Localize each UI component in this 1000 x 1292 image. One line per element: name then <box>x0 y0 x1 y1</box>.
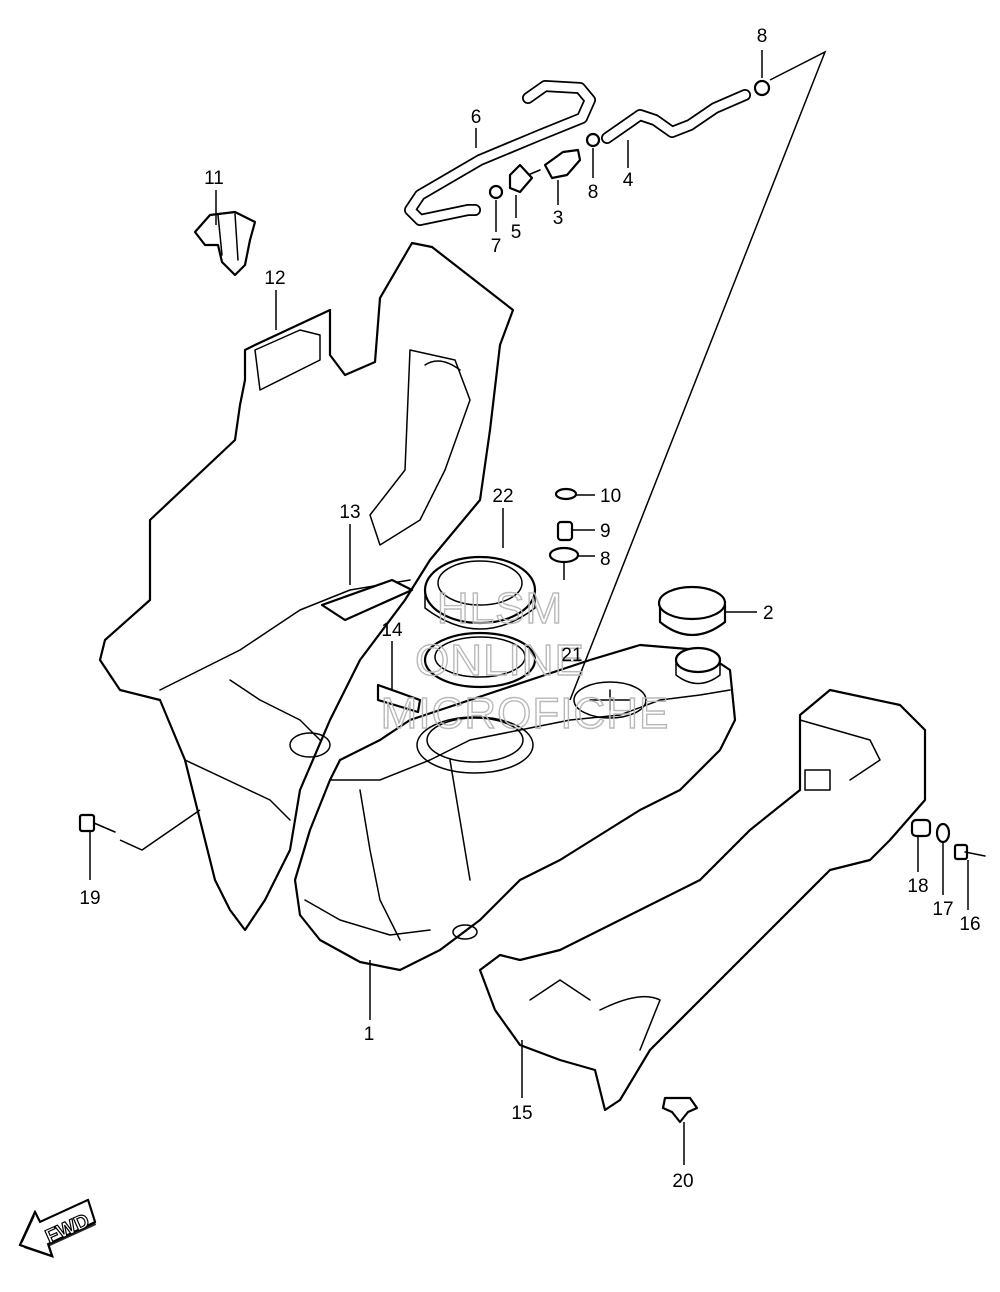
callout-2[interactable]: 2 <box>763 603 774 624</box>
callout-18[interactable]: 17 <box>932 899 953 920</box>
callout-15[interactable]: 14 <box>381 620 403 641</box>
washer-part-18 <box>935 822 951 844</box>
clip-part-21 <box>661 1096 699 1124</box>
callout-23[interactable]: 22 <box>492 486 513 507</box>
callout-6[interactable]: 6 <box>471 107 482 128</box>
clip-part-8-upper <box>753 79 771 97</box>
clip-part-8-lower <box>585 132 601 148</box>
callout-5[interactable]: 5 <box>511 222 522 243</box>
callout-17[interactable]: 16 <box>959 914 980 935</box>
watermark-line-2: ONLINE <box>415 636 585 685</box>
watermark-line-1: HLSM <box>437 584 563 633</box>
pad-part-14 <box>320 578 414 622</box>
clamp-part <box>193 210 257 277</box>
callout-14[interactable]: 13 <box>339 502 360 523</box>
ring-seal-part <box>423 631 537 689</box>
valve-part <box>527 148 582 180</box>
callout-13[interactable]: 12 <box>264 268 285 289</box>
collar-part-19 <box>910 818 932 838</box>
grommet-part-9 <box>548 546 580 564</box>
callout-labels: 8 6 4 8 3 5 7 11 12 13 22 10 9 8 2 14 21… <box>79 26 980 1192</box>
leader-lines <box>89 50 969 1165</box>
callout-8b[interactable]: 8 <box>588 182 599 203</box>
callout-22[interactable]: 21 <box>561 645 582 666</box>
filler-cap-part <box>657 585 727 685</box>
callout-12[interactable]: 11 <box>204 168 224 189</box>
callout-19[interactable]: 18 <box>907 876 928 897</box>
callout-11[interactable]: 10 <box>600 486 621 507</box>
bolt-part-17 <box>953 843 986 861</box>
callout-21[interactable]: 20 <box>672 1171 693 1192</box>
watermark: HLSM ONLINE MICROFICHE <box>380 583 670 738</box>
pad-part-15 <box>376 683 422 714</box>
callout-7[interactable]: 7 <box>491 236 502 257</box>
callout-8a[interactable]: 8 <box>757 26 768 47</box>
bolt-part-11 <box>554 487 578 501</box>
callout-9[interactable]: 8 <box>600 549 611 570</box>
hose-clip-part <box>508 163 534 194</box>
forward-direction-badge: FWD <box>18 1198 97 1258</box>
right-side-cover-part <box>478 688 927 1112</box>
callout-4[interactable]: 4 <box>623 170 634 191</box>
retaining-ring-part <box>423 555 537 630</box>
left-side-cover-part <box>98 241 515 932</box>
clip-part-7 <box>488 184 504 200</box>
callout-3[interactable]: 3 <box>553 208 564 229</box>
fwd-arrow-icon <box>21 1215 35 1243</box>
callout-1[interactable]: 1 <box>364 1024 375 1045</box>
callout-16[interactable]: 15 <box>511 1103 532 1124</box>
bolt-part-20 <box>78 813 116 833</box>
collar-part-10 <box>556 520 574 542</box>
watermark-line-3: MICROFICHE <box>381 689 670 738</box>
callout-20[interactable]: 19 <box>79 888 100 909</box>
callout-10[interactable]: 9 <box>600 521 611 542</box>
fuel-tank-part <box>293 643 737 972</box>
